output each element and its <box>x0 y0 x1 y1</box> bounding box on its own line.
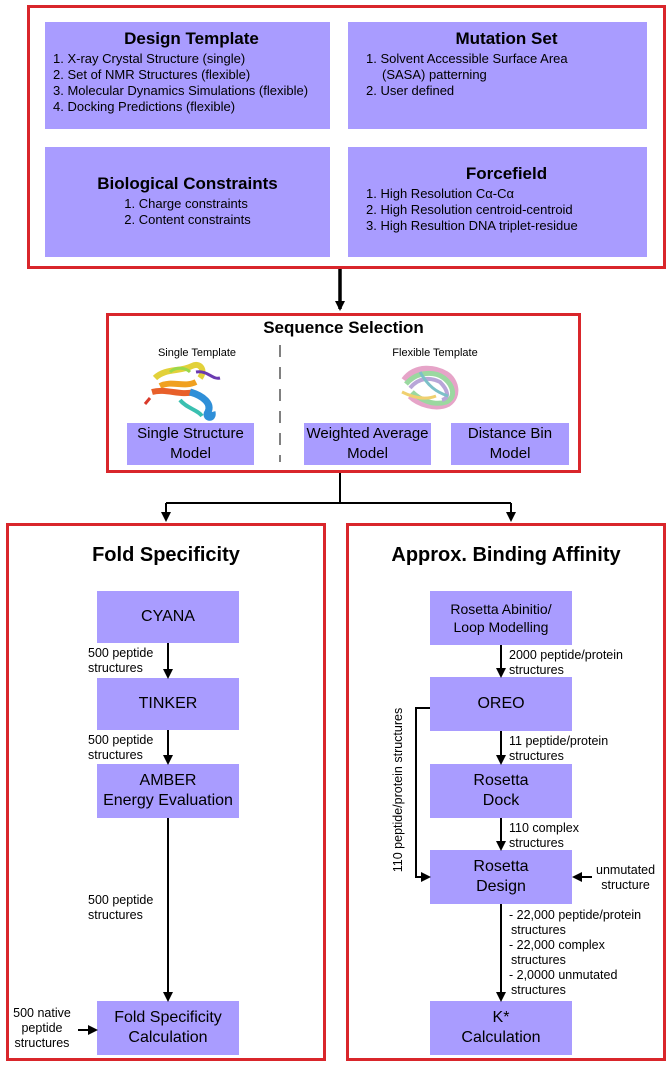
rosetta-dock-line: Rosetta <box>473 772 529 789</box>
binding-affinity-panel <box>346 523 666 1061</box>
edge-label-line: peptide <box>21 1021 63 1035</box>
edge-label-line: structures <box>88 661 143 675</box>
edge-label-line: 500 peptide <box>88 893 154 907</box>
arrow-oreo-bypass <box>415 707 431 882</box>
design-template-item: 4. Docking Predictions (flexible) <box>53 99 236 114</box>
forcefield-title: Forcefield <box>465 164 548 183</box>
edge-label-line: 500 peptide <box>88 733 154 747</box>
edge-label-line: structures <box>88 748 143 762</box>
design-template-item: 2. Set of NMR Structures (flexible) <box>53 67 251 82</box>
edge-label-line: structures <box>509 749 564 763</box>
mutation-set-box: Mutation Set 1. Solvent Accessible Surfa… <box>348 22 647 129</box>
design-template-item: 1. X-ray Crystal Structure (single) <box>53 51 246 66</box>
kstar-line: K* <box>492 1009 510 1026</box>
single-template-label: Single Template <box>157 347 237 359</box>
mutation-set-item: 2. User defined <box>366 83 455 98</box>
design-template-box: Design Template 1. X-ray Crystal Structu… <box>45 22 330 129</box>
forcefield-item: 3. High Resultion DNA triplet-residue <box>366 218 578 233</box>
tinker-label: TINKER <box>138 695 198 712</box>
fold-specificity-calc-line: Calculation <box>128 1029 208 1046</box>
edge-label-line: 500 peptide <box>88 646 154 660</box>
rosetta-abinitio-box: Rosetta Abinitio/Loop Modelling <box>430 591 572 645</box>
amber-label-line: Energy Evaluation <box>103 792 233 809</box>
edge-label-line: 11 peptide/protein <box>509 734 609 748</box>
rosetta-design-line: Design <box>476 878 526 895</box>
binding-affinity-title: Approx. Binding Affinity <box>391 544 621 566</box>
mutation-set-title: Mutation Set <box>455 29 558 48</box>
amber-box: AMBER Energy Evaluation <box>97 764 239 818</box>
sequence-selection-title: Sequence Selection <box>263 318 424 337</box>
edge-label-line: structures <box>509 836 564 850</box>
edge-label-line: 110 complex <box>509 821 579 835</box>
edge-label-line: structures <box>14 1036 70 1050</box>
kstar-box: K* Calculation <box>430 1001 572 1055</box>
inputs-panel <box>27 5 666 269</box>
rosetta-dock-line: Dock <box>482 792 520 809</box>
edge-label-line: - 2,0000 unmutated <box>509 968 618 982</box>
weighted-average-model-line: Weighted Average <box>306 425 429 442</box>
mutation-set-item: (SASA) patterning <box>382 67 487 82</box>
edge-label-line: 2000 peptide/protein <box>509 648 623 662</box>
distance-bin-model-line: Model <box>489 445 531 462</box>
weighted-average-model-line: Model <box>347 445 388 462</box>
rosetta-abinitio-line: Rosetta Abinitio/ <box>450 601 552 617</box>
fold-specificity-calc-line: Fold Specificity <box>114 1009 222 1026</box>
biological-constraints-item: 2. Content constraints <box>124 212 251 227</box>
single-template-protein-icon <box>143 362 221 421</box>
edge-label-line: - 22,000 peptide/protein <box>509 908 642 922</box>
flexible-template-protein-icon <box>401 365 459 410</box>
edge-label-line: structures <box>511 953 566 967</box>
design-template-title: Design Template <box>124 29 259 48</box>
edge-label-line: structures <box>511 923 566 937</box>
tinker-box: TINKER <box>97 678 239 730</box>
edge-label-line: unmutated <box>596 863 656 877</box>
forcefield-item: 2. High Resolution centroid-centroid <box>366 202 573 217</box>
rosetta-design-line: Rosetta <box>473 858 529 875</box>
sequence-selection-panel <box>106 313 581 473</box>
distance-bin-model-line: Distance Bin <box>467 425 553 442</box>
amber-label-line: AMBER <box>139 772 197 789</box>
cyana-box: CYANA <box>97 591 239 643</box>
kstar-line: Calculation <box>461 1029 541 1046</box>
fold-specificity-panel <box>6 523 326 1061</box>
single-structure-model-line: Model <box>170 445 211 462</box>
design-template-item: 3. Molecular Dynamics Simulations (flexi… <box>53 83 309 98</box>
rosetta-abinitio-line: Loop Modelling <box>453 619 549 635</box>
fold-specificity-title: Fold Specificity <box>92 544 240 566</box>
oreo-label: OREO <box>477 695 525 712</box>
cyana-label: CYANA <box>141 608 195 625</box>
oreo-box: OREO <box>430 677 572 731</box>
single-structure-model-line: Single Structure <box>137 425 244 442</box>
forcefield-item: 1. High Resolution Cα-Cα <box>366 186 514 201</box>
edge-label-line: 500 native <box>13 1006 71 1020</box>
edge-label-line: - 22,000 complex <box>509 938 605 952</box>
biological-constraints-box: Biological Constraints 1. Charge constra… <box>45 147 330 257</box>
binding-edge4-label: - 22,000 peptide/protein structures - 22… <box>509 908 641 998</box>
edge-label-line: structure <box>601 878 650 892</box>
biological-constraints-item: 1. Charge constraints <box>124 196 248 211</box>
flexible-template-label: Flexible Template <box>392 347 478 359</box>
biological-constraints-title: Biological Constraints <box>97 174 278 193</box>
mutation-set-item: 1. Solvent Accessible Surface Area <box>366 51 568 66</box>
edge-label-line: structures <box>509 663 564 677</box>
edge-label-line: structures <box>511 983 566 997</box>
forcefield-box: Forcefield 1. High Resolution Cα-Cα 2. H… <box>348 147 647 257</box>
edge-label-line: structures <box>88 908 143 922</box>
